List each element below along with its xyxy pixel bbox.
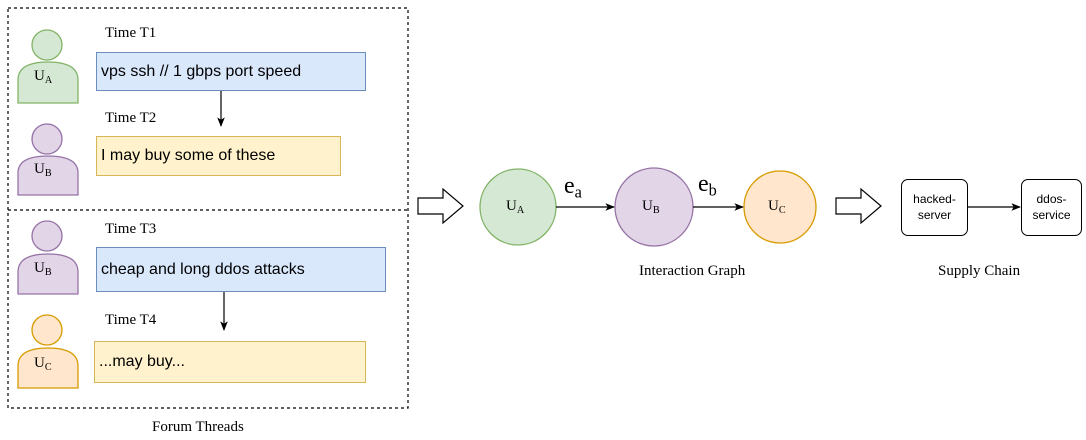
post-box-t2: I may buy some of these bbox=[96, 136, 341, 176]
time-label-t1: Time T1 bbox=[105, 25, 157, 41]
avatar-label-user-a: UA bbox=[34, 68, 53, 86]
time-label-t4: Time T4 bbox=[105, 312, 157, 328]
forum-threads-frame bbox=[7, 7, 409, 409]
graph-node-label-c: UC bbox=[768, 198, 786, 216]
caption-supply-chain: Supply Chain bbox=[938, 263, 1021, 279]
avatar-user-b-thread2 bbox=[17, 220, 79, 295]
post-box-t4: ...may buy... bbox=[94, 341, 366, 383]
supply-chain-node-ddos-service: ddos-service bbox=[1021, 179, 1082, 236]
graph-edge-label-b: eb bbox=[698, 171, 717, 200]
caption-interaction-graph: Interaction Graph bbox=[639, 263, 746, 279]
supply-chain-node-hacked-server-line1: hacked- bbox=[913, 191, 956, 206]
graph-edge-label-a: ea bbox=[564, 173, 582, 202]
caption-forum-threads: Forum Threads bbox=[152, 419, 244, 435]
avatar-label-user-c: UC bbox=[34, 355, 52, 373]
avatar-user-a bbox=[17, 29, 79, 104]
supply-chain-node-hacked-server-line2: server bbox=[917, 207, 952, 222]
transition-arrow-2 bbox=[835, 187, 882, 225]
graph-node-c bbox=[743, 170, 817, 244]
graph-node-label-a: UA bbox=[506, 198, 525, 216]
post-box-t1: vps ssh // 1 gbps port speed bbox=[96, 52, 366, 91]
time-label-t2: Time T2 bbox=[105, 110, 157, 126]
avatar-user-b bbox=[17, 123, 79, 196]
transition-arrow-1 bbox=[417, 187, 464, 225]
avatar-user-c bbox=[17, 314, 79, 389]
graph-node-label-b: UB bbox=[642, 198, 660, 216]
post-box-t3: cheap and long ddos attacks bbox=[96, 247, 386, 292]
avatar-label-user-b-thread2: UB bbox=[34, 260, 52, 278]
supply-chain-node-ddos-service-line2: service bbox=[1032, 207, 1071, 222]
avatar-label-user-b: UB bbox=[34, 161, 52, 179]
supply-chain-node-hacked-server: hacked-server bbox=[901, 179, 968, 236]
supply-chain-node-ddos-service-line1: ddos- bbox=[1036, 191, 1067, 206]
time-label-t3: Time T3 bbox=[105, 221, 157, 237]
